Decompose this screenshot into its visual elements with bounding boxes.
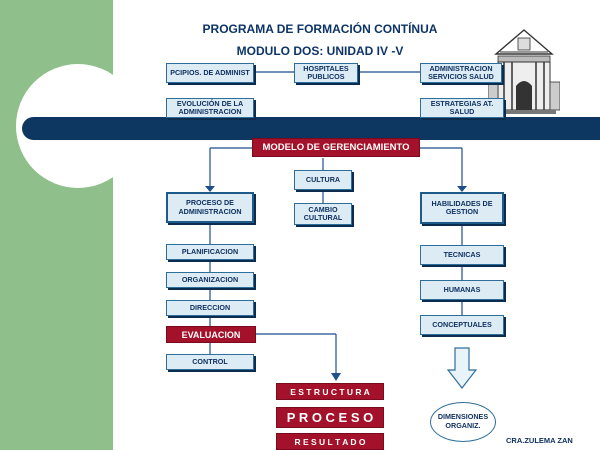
box-conceptuales: CONCEPTUALES bbox=[420, 315, 504, 335]
box-evaluacion: EVALUACION bbox=[166, 326, 256, 343]
box-pcipios-admin: PCIPIOS. DE ADMINIST bbox=[166, 63, 254, 83]
hollow-down-arrow bbox=[446, 347, 478, 389]
box-cambio-cultural: CAMBIO CULTURAL bbox=[294, 203, 352, 225]
box-resultado: R E S U L T A D O bbox=[276, 433, 384, 450]
box-planificacion: PLANIFICACION bbox=[166, 244, 254, 260]
box-proceso-administracion: PROCESO DE ADMINISTRACION bbox=[166, 192, 254, 223]
box-direccion: DIRECCION bbox=[166, 300, 254, 316]
box-admin-servicios-salud: ADMINISTRACION SERVICIOS SALUD bbox=[420, 63, 502, 83]
box-estructura: E S T R U C T U R A bbox=[276, 383, 384, 400]
page-subtitle: MODULO DOS: UNIDAD IV -V bbox=[236, 44, 404, 58]
box-evolucion-administracion: EVOLUCIÓN DE LA ADMINISTRACION bbox=[166, 98, 254, 118]
box-organizacion: ORGANIZACION bbox=[166, 272, 254, 288]
box-habilidades-gestion: HABILIDADES DE GESTION bbox=[420, 192, 504, 224]
box-estrategias-salud: ESTRATEGIAS AT. SALUD bbox=[420, 98, 504, 118]
box-hospitales-publicos: HOSPITALES PUBLICOS bbox=[294, 63, 358, 83]
navy-banner-bar bbox=[22, 117, 600, 140]
box-modelo-gerenciamiento: MODELO DE GERENCIAMIENTO bbox=[252, 138, 420, 157]
box-cultura: CULTURA bbox=[294, 170, 352, 190]
box-proceso: P R O C E S O bbox=[276, 407, 384, 428]
ellipse-dimensiones-organiz: DIMENSIONES ORGANIZ. bbox=[430, 402, 496, 442]
box-humanas: HUMANAS bbox=[420, 280, 504, 300]
box-control: CONTROL bbox=[166, 354, 254, 370]
box-tecnicas: TECNICAS bbox=[420, 245, 504, 265]
author-credit: CRA.ZULEMA ZAN bbox=[506, 436, 573, 445]
page-title: PROGRAMA DE FORMACIÓN CONTÍNUA bbox=[202, 22, 438, 36]
